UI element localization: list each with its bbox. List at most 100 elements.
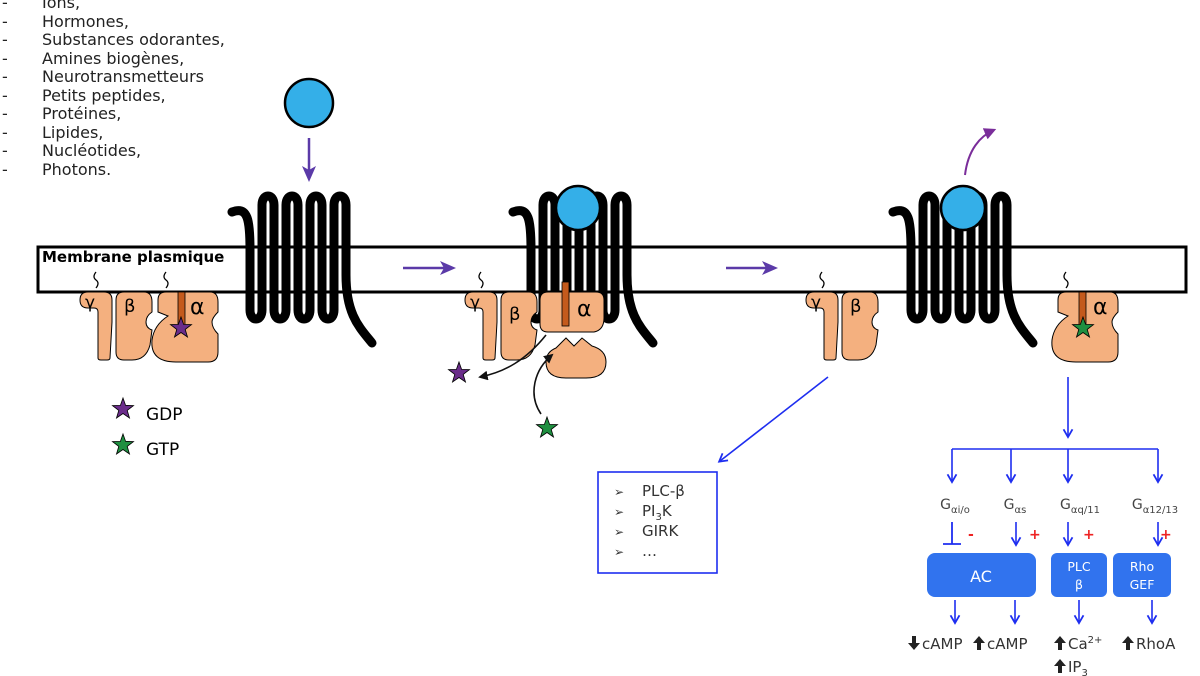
ligand-bullet: -	[2, 104, 8, 123]
adenylate-cyclase-label: AC	[970, 567, 992, 586]
effectors-list: ➢ PLC-β ➢ PI3K ➢ GIRK ➢ …	[614, 482, 685, 560]
adenylate-cyclase-box	[927, 553, 1036, 597]
alpha-signaling-tree	[946, 377, 1164, 484]
ligand-label: Protéines,	[42, 104, 122, 123]
g-alpha-class-label: Gαq/11	[1060, 497, 1100, 516]
effector-item: PI3K	[642, 502, 673, 523]
effector-bullet: ➢	[614, 525, 624, 539]
ligand-label: Lipides,	[42, 122, 104, 142]
increase-arrow-icon	[1122, 636, 1134, 650]
ligand-item: -Ions,	[0, 0, 225, 13]
output-arrows	[949, 600, 1158, 625]
g-beta-gamma-dimer: γ β	[805, 271, 879, 361]
svg-text:γ: γ	[811, 293, 821, 313]
plc-beta-box	[1051, 553, 1107, 597]
activation-sign: +	[1083, 527, 1095, 543]
svg-text:β: β	[509, 304, 521, 325]
ligand-label: Photons.	[42, 159, 112, 179]
ligand-bullet: -	[2, 122, 8, 142]
ligand-label: Hormones,	[42, 11, 129, 31]
receptor-1	[227, 191, 377, 348]
effector-item: PLC-β	[642, 482, 685, 500]
second-messenger-outcomes: cAMP cAMP Ca2+ IP3 RhoA	[908, 635, 1176, 676]
outcome-label: cAMP	[987, 635, 1028, 653]
rho-gef-label-line2: GEF	[1130, 577, 1155, 592]
svg-text:α: α	[577, 297, 592, 322]
ligand-free	[283, 77, 335, 129]
gdp-star-bound	[169, 315, 193, 338]
ligand-label: Substances odorantes,	[42, 30, 225, 49]
ligand-bullet: -	[2, 30, 8, 49]
g-protein-inactive: γ β α	[79, 271, 219, 363]
effector-item: …	[642, 542, 657, 560]
outcome-label: RhoA	[1136, 635, 1176, 653]
ligand-bullet: -	[2, 48, 8, 68]
ligand-bound-2	[554, 184, 602, 232]
ligand-item: -Nucléotides,	[0, 141, 225, 161]
ligand-bullet: -	[2, 159, 8, 179]
ligand-item: - Protéines,	[0, 104, 225, 124]
beta-gamma-effector-arrow	[717, 376, 829, 463]
plc-beta-label-line2: β	[1075, 577, 1083, 592]
effector-bullet: ➢	[614, 545, 624, 559]
step-arrow-1-head	[440, 261, 456, 275]
ligand-release-arrow	[964, 128, 997, 176]
receptor-3	[888, 191, 1038, 348]
ligand-item: - Photons.	[0, 159, 225, 180]
ligand-bound-3	[939, 184, 987, 232]
ligand-bullet: -	[2, 0, 8, 12]
g-alpha-gtp: α	[1051, 271, 1119, 363]
outcome-label: IP3	[1068, 658, 1088, 676]
g-alpha-class-label: Gα12/13	[1132, 497, 1178, 516]
ligand-item: - Petits peptides,	[0, 85, 225, 106]
g-alpha-class-label: Gαi/o	[940, 497, 970, 516]
ligand-bullet: -	[2, 67, 8, 86]
membrane-label: Membrane plasmique	[42, 248, 224, 266]
gtp-legend-label: GTP	[146, 440, 179, 460]
svg-text:α: α	[190, 295, 205, 320]
ligand-label: Amines biogènes,	[42, 48, 185, 68]
rho-gef-box	[1113, 553, 1171, 597]
outcome-label: Ca2+	[1068, 635, 1102, 653]
ligand-item: - Lipides,	[0, 122, 225, 143]
svg-text:β: β	[850, 296, 862, 317]
g-protein-exchange: γ β α	[447, 271, 607, 438]
ligand-item: - Neurotransmetteurs	[0, 67, 225, 87]
ligand-item: - Amines biogènes,	[0, 48, 225, 69]
ligand-label: Petits peptides,	[42, 85, 166, 105]
outcome-label: cAMP	[922, 635, 963, 653]
regulation-arrows	[943, 522, 1164, 547]
svg-text:α: α	[1093, 295, 1108, 320]
plc-beta-label-line1: PLC	[1067, 559, 1091, 574]
gdp-star-released	[447, 360, 471, 383]
step-arrow-2-head	[762, 261, 778, 275]
ligand-label: Neurotransmetteurs	[42, 67, 204, 86]
gtp-legend-star	[111, 432, 135, 455]
ligand-binding-arrowhead	[302, 166, 316, 182]
gdp-legend-label: GDP	[146, 405, 183, 425]
gdp-legend-star	[111, 396, 135, 419]
ligand-bullet: -	[2, 141, 8, 160]
ligand-item: - Substances odorantes,	[0, 30, 225, 50]
rho-gef-label-line1: Rho	[1130, 559, 1154, 574]
svg-text:γ: γ	[470, 293, 480, 313]
gdp-release-arrow	[478, 334, 547, 381]
svg-text:γ: γ	[85, 293, 95, 313]
g-alpha-classes: Gαi/o-Gαs+Gαq/11+Gα12/13+	[940, 497, 1178, 543]
gtp-star-incoming	[535, 415, 559, 438]
gtp-star-bound	[1071, 315, 1095, 338]
activation-sign: +	[1029, 527, 1041, 543]
effector-item: GIRK	[642, 522, 679, 540]
g-alpha-class-label: Gαs	[1004, 497, 1027, 516]
nucleotide-legend: GDP GTP	[111, 396, 183, 460]
activation-sign: +	[1160, 527, 1172, 543]
increase-arrow-icon	[1054, 659, 1066, 673]
ligand-bullet: -	[2, 85, 8, 105]
decrease-arrow-icon	[908, 636, 920, 650]
ligand-list: -Ions,-Hormones,-Substances odorantes,-A…	[0, 0, 225, 179]
ligand-bullet: -	[2, 11, 8, 31]
effector-bullet: ➢	[614, 485, 624, 499]
effector-bullet: ➢	[614, 505, 624, 519]
increase-arrow-icon	[973, 636, 985, 650]
